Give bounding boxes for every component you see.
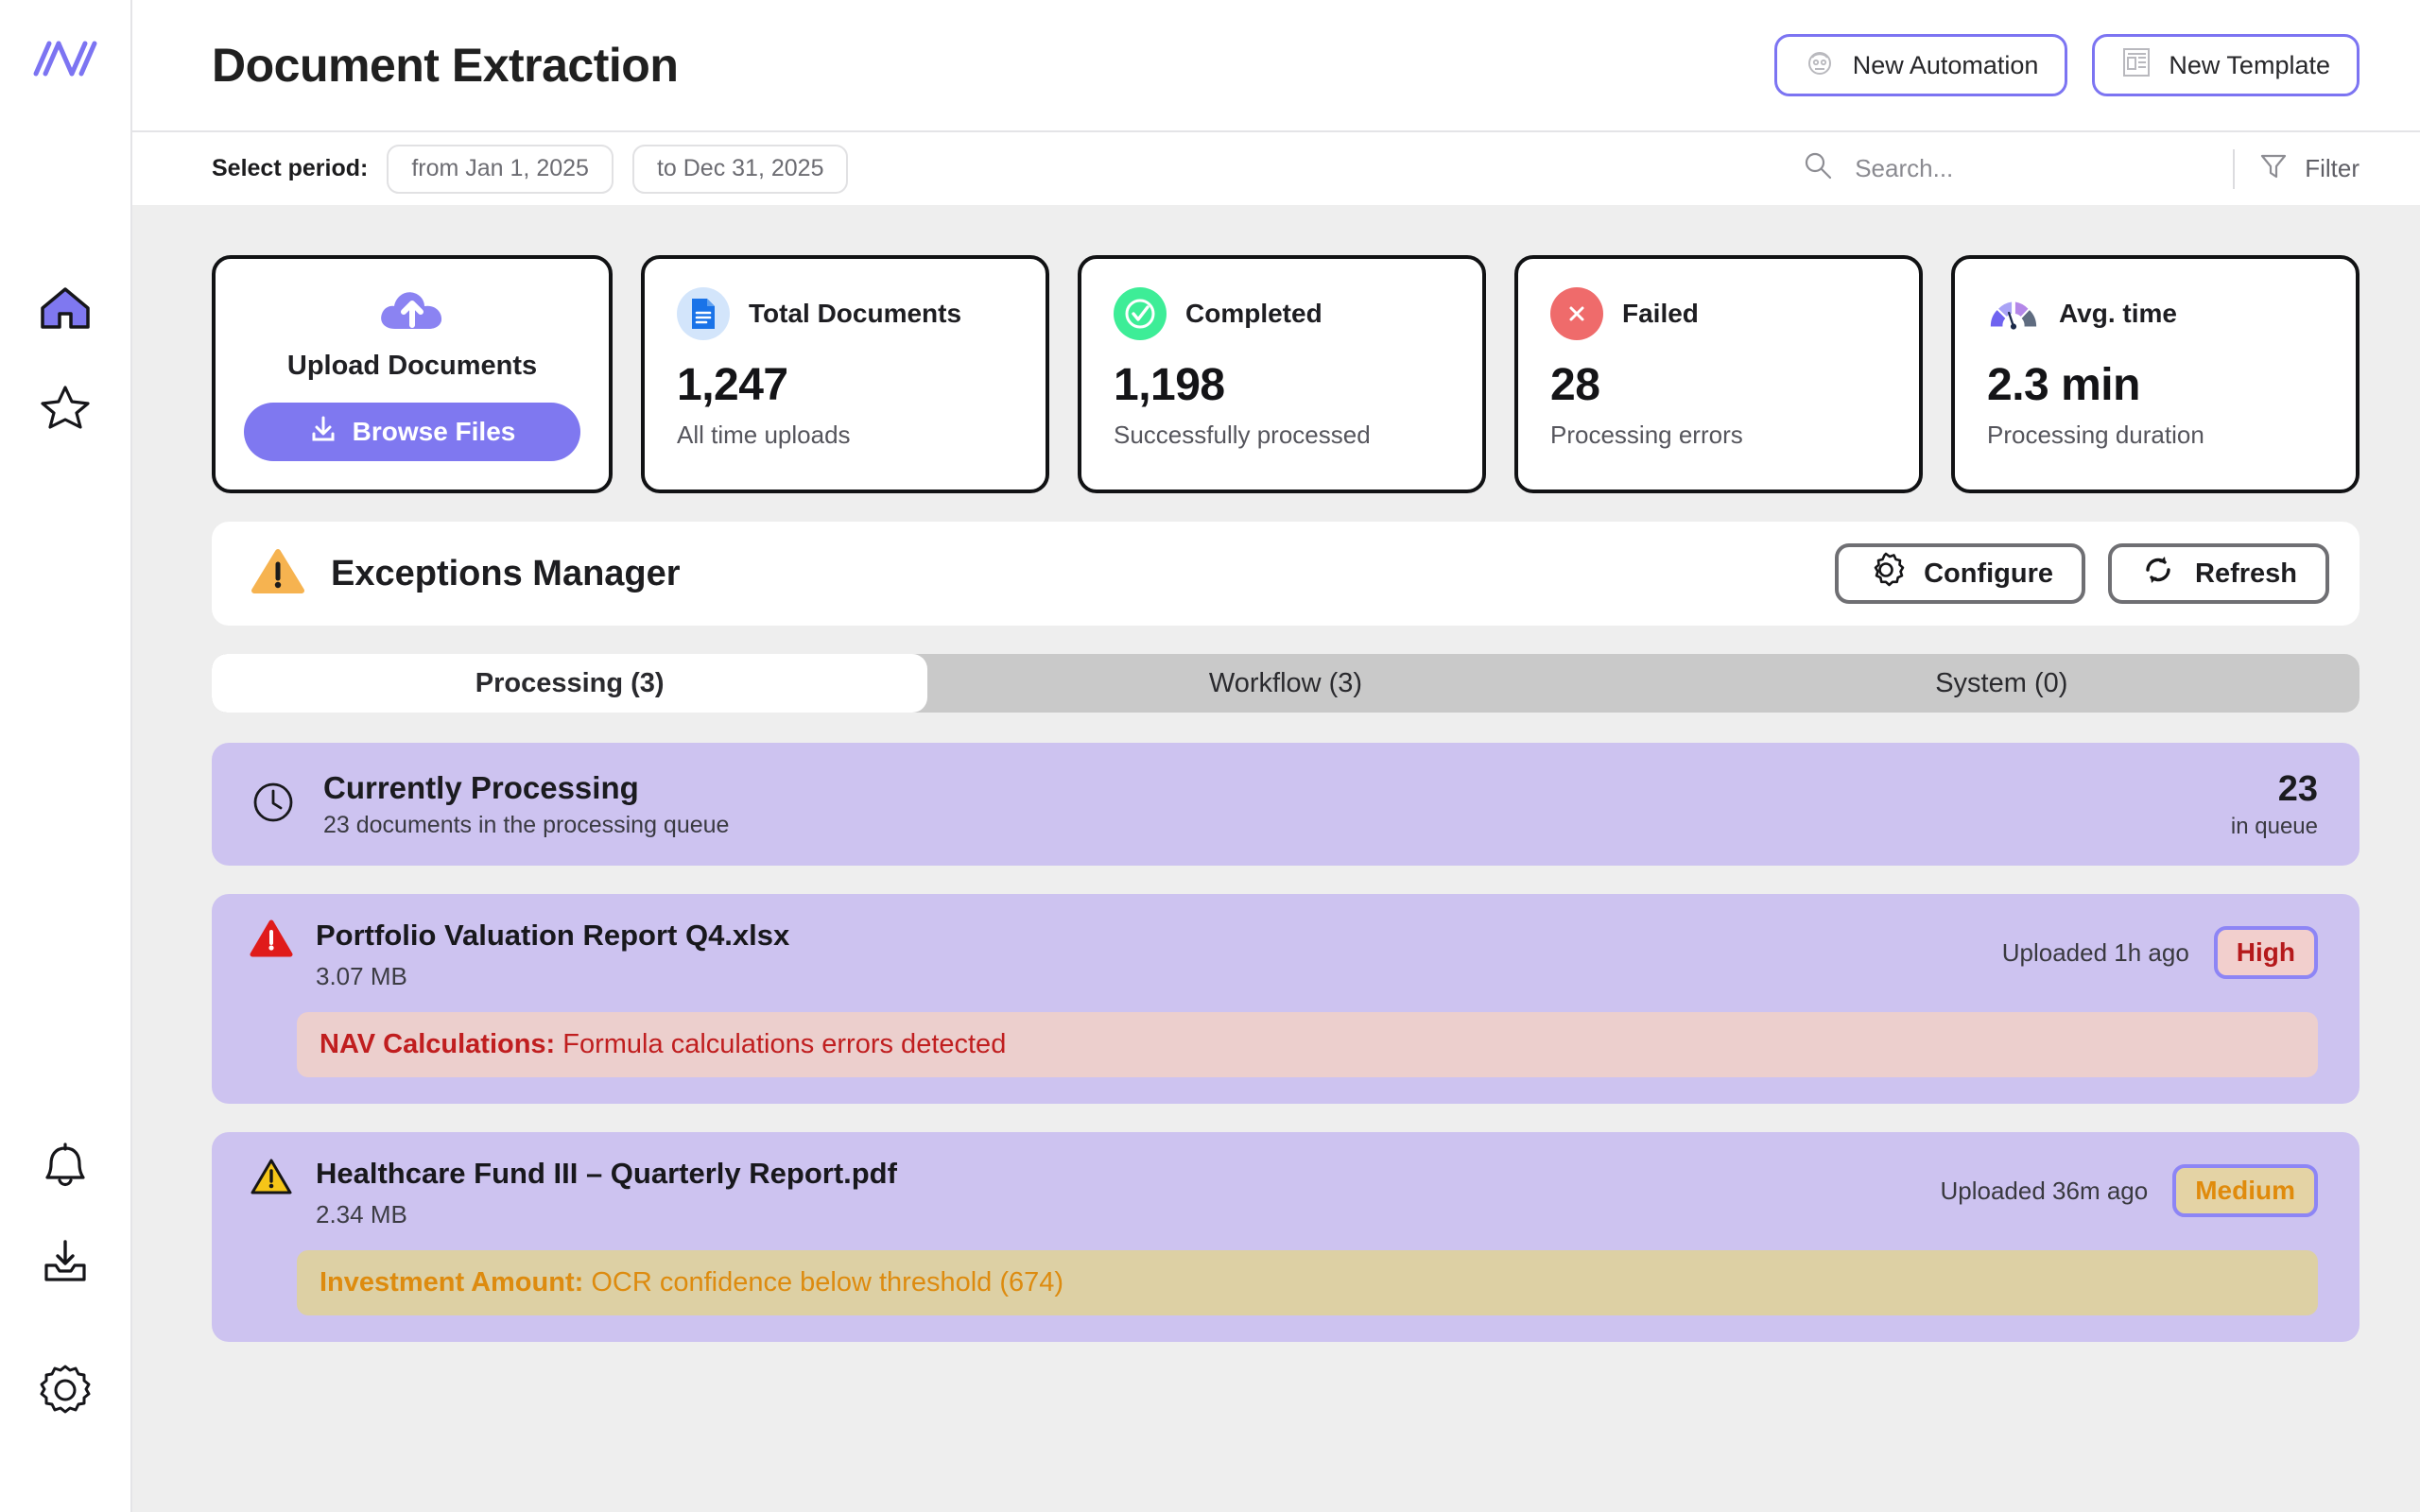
date-from-field[interactable]: from Jan 1, 2025 xyxy=(387,144,614,194)
severity-badge: Medium xyxy=(2172,1164,2318,1217)
stat-label: Failed xyxy=(1622,299,1699,328)
stat-card-total-documents: Total Documents 1,247 All time uploads xyxy=(641,255,1049,493)
queue-count: 23 xyxy=(2277,768,2318,809)
exception-filesize: 3.07 MB xyxy=(316,962,407,990)
exception-message-text: OCR confidence below threshold (674) xyxy=(583,1267,1064,1297)
warning-triangle-icon xyxy=(251,548,304,600)
new-template-label: New Template xyxy=(2169,50,2330,79)
exception-uploaded-time: Uploaded 1h ago xyxy=(2001,937,2189,967)
tab-workflow[interactable]: Workflow (3) xyxy=(1208,667,1363,698)
page-header: Document Extraction New Automation xyxy=(132,0,2420,132)
search-placeholder: Search... xyxy=(1855,154,1954,182)
new-template-button[interactable]: New Template xyxy=(2092,34,2360,96)
exception-tabs: Processing (3) Workflow (3) System (0) xyxy=(212,654,2360,713)
exceptions-manager-title: Exceptions Manager xyxy=(331,553,681,593)
tab-processing[interactable]: Processing (3) xyxy=(212,654,928,713)
stat-subtitle: Processing errors xyxy=(1550,421,1743,449)
exception-item[interactable]: Healthcare Fund III – Quarterly Report.p… xyxy=(212,1132,2360,1342)
exception-filename: Healthcare Fund III – Quarterly Report.p… xyxy=(316,1157,897,1190)
automation-icon xyxy=(1804,46,1836,85)
exception-uploaded-time: Uploaded 36m ago xyxy=(1940,1176,2149,1205)
sidebar-item-inbox[interactable] xyxy=(34,1230,96,1293)
download-icon xyxy=(309,415,337,450)
stat-card-avg-time: Avg. time 2.3 min Processing duration xyxy=(1951,255,2360,493)
document-icon xyxy=(677,287,730,340)
stat-label: Avg. time xyxy=(2059,299,2177,328)
filter-label: Filter xyxy=(2305,154,2360,182)
search-icon xyxy=(1802,150,1834,187)
divider xyxy=(2233,148,2236,189)
search-input[interactable]: Search... xyxy=(1802,150,2208,187)
company-logo xyxy=(28,32,102,88)
x-circle-icon xyxy=(1550,287,1603,340)
exception-message-text: Formula calculations errors detected xyxy=(555,1029,1007,1059)
exception-message: Investment Amount: OCR confidence below … xyxy=(297,1250,2318,1315)
processing-title: Currently Processing xyxy=(323,769,639,805)
exceptions-manager-bar: Exceptions Manager Configure xyxy=(212,522,2360,626)
stat-value: 2.3 min xyxy=(1987,360,2140,410)
warning-triangle-icon xyxy=(250,1157,293,1201)
stat-subtitle: Processing duration xyxy=(1987,421,2204,449)
stat-label: Completed xyxy=(1185,299,1322,328)
upload-card-title: Upload Documents xyxy=(286,351,538,381)
clock-icon xyxy=(250,779,297,831)
header-actions: New Automation New Template xyxy=(1773,34,2360,96)
browse-files-button[interactable]: Browse Files xyxy=(244,403,580,461)
exception-filesize: 2.34 MB xyxy=(316,1200,407,1228)
sidebar-item-notifications[interactable] xyxy=(34,1136,96,1198)
main-region: Document Extraction New Automation xyxy=(132,0,2420,1512)
search-and-filter: Search... Filter xyxy=(1802,148,2360,189)
filter-icon xyxy=(2259,150,2288,187)
content-area: Upload Documents Browse Files xyxy=(132,206,2420,1512)
currently-processing-panel: Currently Processing 23 documents in the… xyxy=(212,743,2360,866)
exception-message-label: Investment Amount: xyxy=(320,1267,584,1297)
stat-value: 28 xyxy=(1550,360,1600,410)
sidebar-rail xyxy=(0,0,132,1512)
refresh-label: Refresh xyxy=(2195,558,2297,589)
new-automation-label: New Automation xyxy=(1852,50,2039,79)
stat-label: Total Documents xyxy=(749,299,962,328)
stat-card-completed: Completed 1,198 Successfully processed xyxy=(1078,255,1486,493)
tab-system[interactable]: System (0) xyxy=(1935,667,2068,698)
sidebar-primary-group xyxy=(34,277,96,436)
filter-bar: Select period: from Jan 1, 2025 to Dec 3… xyxy=(132,132,2420,206)
period-label: Select period: xyxy=(212,155,369,181)
gauge-icon xyxy=(1987,287,2040,340)
exception-message: NAV Calculations: Formula calculations e… xyxy=(297,1012,2318,1077)
date-to-field[interactable]: to Dec 31, 2025 xyxy=(631,144,849,194)
browse-files-label: Browse Files xyxy=(352,417,516,446)
exception-message-label: NAV Calculations: xyxy=(320,1029,556,1059)
sidebar-item-home[interactable] xyxy=(34,277,96,339)
refresh-button[interactable]: Refresh xyxy=(2108,543,2329,604)
stat-value: 1,198 xyxy=(1114,360,1225,410)
new-automation-button[interactable]: New Automation xyxy=(1773,34,2068,96)
configure-button[interactable]: Configure xyxy=(1835,543,2085,604)
configure-label: Configure xyxy=(1924,558,2053,589)
check-circle-icon xyxy=(1114,287,1167,340)
page-title: Document Extraction xyxy=(212,39,679,92)
exception-item[interactable]: Portfolio Valuation Report Q4.xlsx 3.07 … xyxy=(212,894,2360,1104)
error-triangle-icon xyxy=(250,919,293,963)
stat-value: 1,247 xyxy=(677,360,788,410)
template-icon xyxy=(2121,46,2152,85)
cloud-upload-icon xyxy=(376,284,448,341)
processing-subtitle: 23 documents in the processing queue xyxy=(323,811,730,838)
gear-icon xyxy=(1867,551,1905,596)
sidebar-item-favorites[interactable] xyxy=(34,373,96,436)
queue-caption: in queue xyxy=(2230,813,2318,839)
stats-row: Upload Documents Browse Files xyxy=(212,255,2360,493)
refresh-icon xyxy=(2140,552,2176,595)
period-selector: Select period: from Jan 1, 2025 to Dec 3… xyxy=(212,144,849,194)
upload-documents-card[interactable]: Upload Documents Browse Files xyxy=(212,255,613,493)
stat-subtitle: Successfully processed xyxy=(1114,421,1371,449)
sidebar-item-settings[interactable] xyxy=(34,1359,96,1421)
stat-subtitle: All time uploads xyxy=(677,421,851,449)
sidebar-secondary-group xyxy=(34,1136,96,1421)
stat-card-failed: Failed 28 Processing errors xyxy=(1514,255,1923,493)
filter-button[interactable]: Filter xyxy=(2259,150,2360,187)
exception-filename: Portfolio Valuation Report Q4.xlsx xyxy=(316,919,790,952)
severity-badge: High xyxy=(2213,926,2318,979)
